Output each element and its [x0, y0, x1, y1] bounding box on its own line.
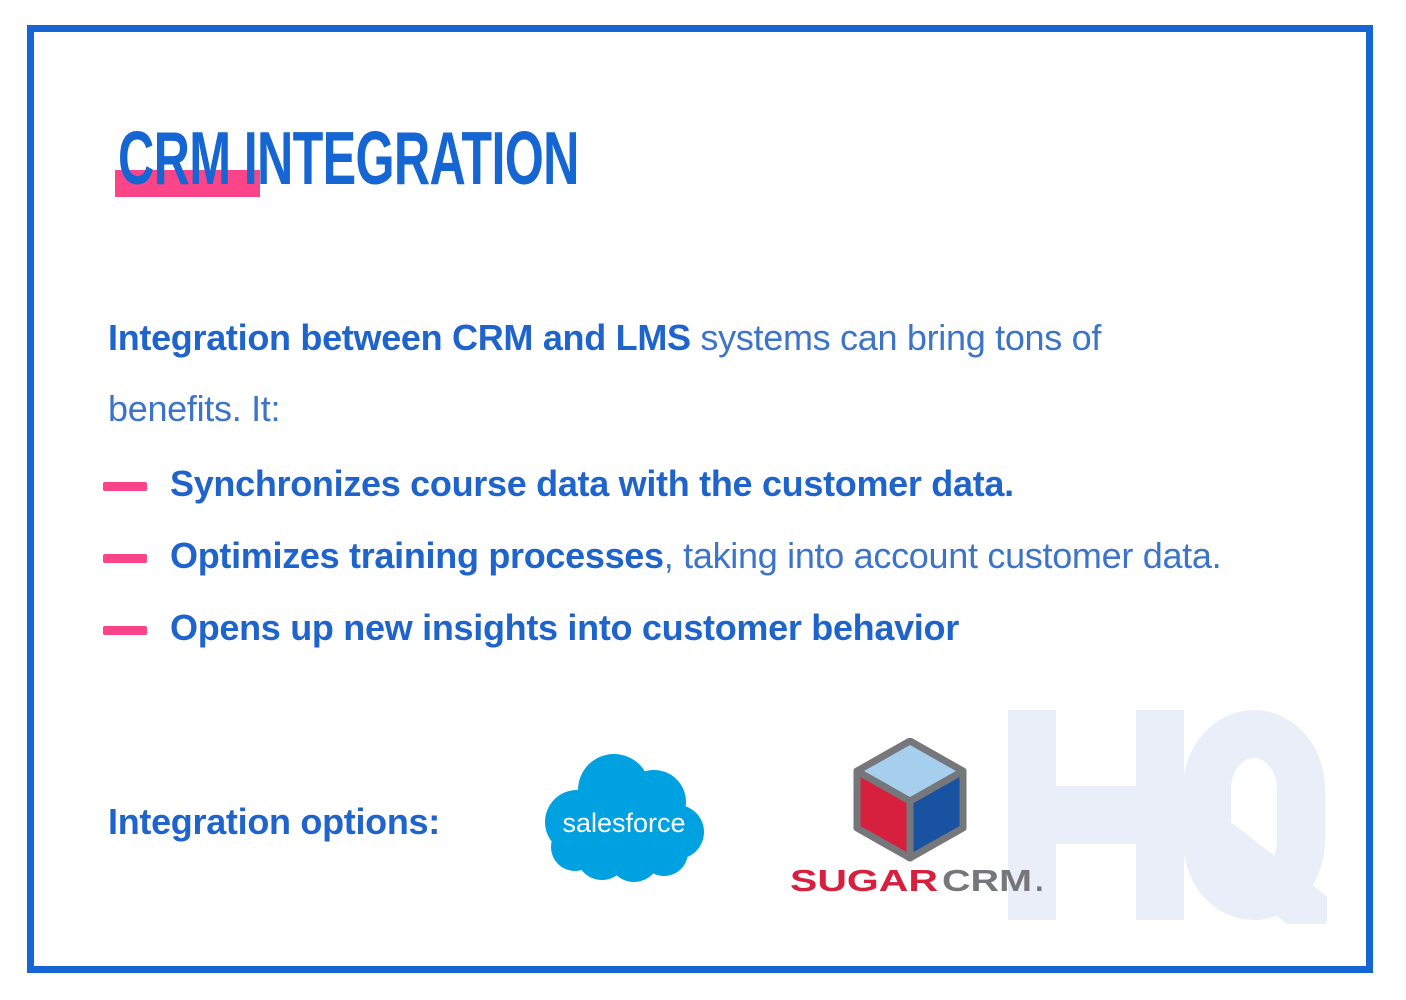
- sugarcrm-logo: SUGAR CRM .: [790, 738, 1044, 898]
- intro-bold-text: Integration between CRM and LMS: [108, 317, 691, 358]
- pink-dash-icon: [103, 482, 147, 491]
- salesforce-cloud-icon: [545, 754, 704, 882]
- bullet-bold-text: Synchronizes course data with the custom…: [170, 463, 1014, 504]
- pink-dash-icon: [103, 554, 147, 563]
- page-title: CRM INTEGRATION: [118, 121, 579, 196]
- bullet-item: Opens up new insights into customer beha…: [103, 606, 1333, 650]
- bullet-bold-text: Opens up new insights into customer beha…: [170, 607, 959, 648]
- bullet-item: Optimizes training processes, taking int…: [103, 534, 1333, 578]
- title-highlighted-word: CRM: [118, 116, 231, 200]
- salesforce-logo: salesforce: [545, 754, 704, 882]
- hq-watermark-icon: [1008, 710, 1327, 924]
- intro-paragraph: Integration between CRM and LMS systems …: [108, 302, 1188, 444]
- bullet-text: Optimizes training processes, taking int…: [170, 534, 1222, 578]
- title-rest: INTEGRATION: [243, 116, 580, 200]
- title-highlight-bar: [115, 170, 260, 197]
- bullet-regular-text: , taking into account customer data.: [663, 535, 1222, 576]
- bullet-bold-text: Optimizes training processes: [170, 535, 664, 576]
- bullet-list: Synchronizes course data with the custom…: [103, 462, 1333, 678]
- title-block: CRM INTEGRATION: [115, 121, 806, 197]
- intro-regular-text: systems can bring tons of benefits. It:: [108, 317, 1102, 429]
- bullet-item: Synchronizes course data with the custom…: [103, 462, 1333, 506]
- sugarcrm-wordmark-sugar: SUGAR: [790, 863, 938, 898]
- bullet-text: Opens up new insights into customer beha…: [170, 606, 959, 650]
- integration-options-label: Integration options:: [108, 801, 440, 842]
- sugarcrm-wordmark-crm: CRM: [942, 863, 1032, 898]
- sugarcrm-cube-icon: [853, 738, 967, 862]
- pink-dash-icon: [103, 626, 147, 635]
- sugarcrm-wordmark-period: .: [1035, 863, 1044, 898]
- salesforce-wordmark: salesforce: [562, 808, 685, 838]
- bullet-text: Synchronizes course data with the custom…: [170, 462, 1014, 506]
